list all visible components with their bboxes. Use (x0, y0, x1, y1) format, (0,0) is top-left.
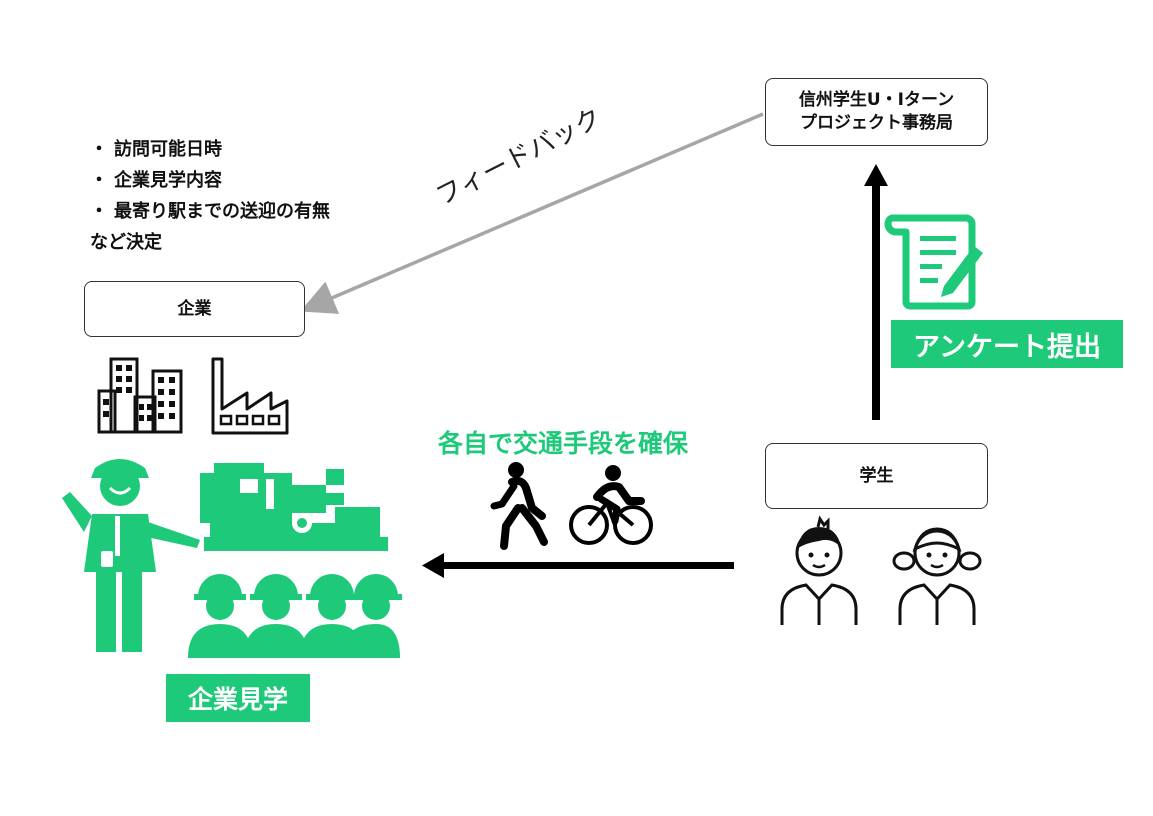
list-item: ・企業見学内容 (90, 170, 222, 191)
walking-person-icon (490, 462, 548, 550)
company-visit-label: 企業見学 (166, 674, 310, 722)
list-item: ・訪問可能日時 (90, 139, 222, 160)
cyclist-icon (569, 465, 653, 545)
boy-student-icon (780, 515, 858, 625)
factory-worker-icon (62, 459, 200, 652)
machine-icon (200, 463, 388, 551)
feedback-arrow (300, 112, 764, 314)
decision-list: ・訪問可能日時 ・企業見学内容 ・最寄り駅までの送迎の有無 など決定 (90, 134, 330, 258)
project-office-line2: プロジェクト事務局 (800, 113, 953, 133)
company-box: 企業 (84, 281, 305, 337)
project-office-box: 信州学生U・Iターン プロジェクト事務局 (765, 78, 988, 146)
company-label: 企業 (177, 298, 212, 319)
survey-arrow (864, 164, 888, 420)
project-office-line1: 信州学生U・Iターン (798, 90, 955, 111)
survey-document-icon (884, 214, 983, 310)
office-buildings-icon (97, 357, 183, 434)
transport-label: 各自で交通手段を確保 (438, 429, 689, 458)
workers-group-icon (188, 574, 402, 658)
list-footer: など決定 (90, 232, 162, 253)
student-label: 学生 (859, 465, 894, 486)
transport-arrow (422, 553, 734, 578)
survey-submission-label: アンケート提出 (891, 320, 1123, 368)
girl-student-icon (892, 527, 982, 625)
factory-icon (211, 357, 289, 435)
list-item: ・最寄り駅までの送迎の有無 (90, 201, 330, 222)
student-box: 学生 (765, 443, 988, 509)
